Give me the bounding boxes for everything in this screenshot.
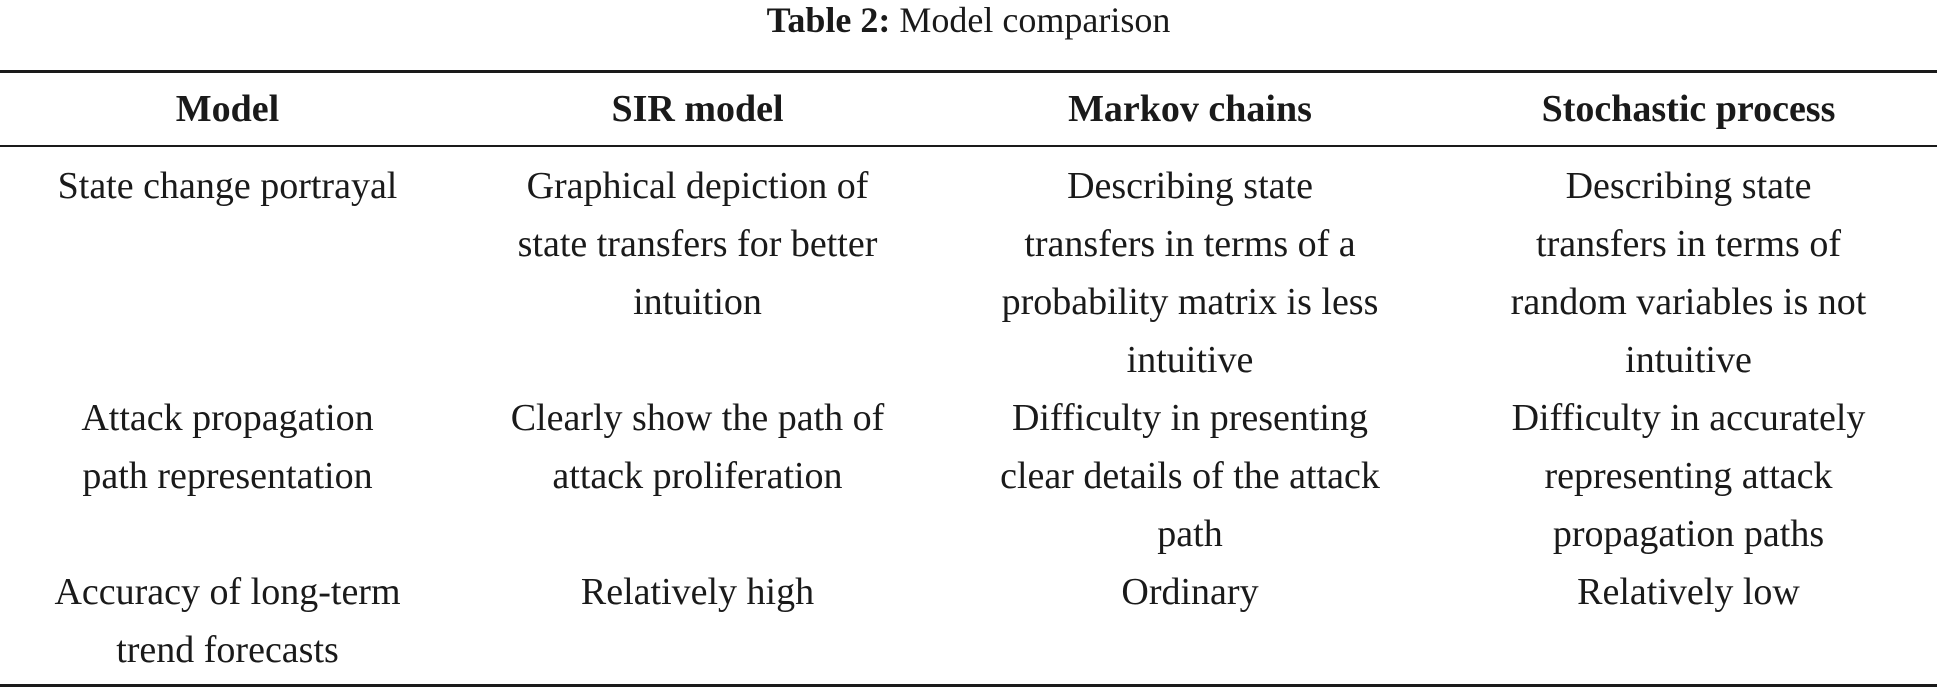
table-row: State change portrayal Graphical depicti…	[0, 145, 1937, 389]
cell-line: intuitive	[1126, 339, 1254, 381]
cell-line: Ordinary	[1121, 571, 1259, 613]
cell-line: Relatively low	[1577, 571, 1800, 613]
cell-line: Difficulty in accurately	[1511, 397, 1866, 439]
cell-line: Relatively high	[580, 571, 815, 613]
table-cell: Ordinary	[940, 563, 1440, 679]
cell-line: clear details of the attack	[1000, 455, 1380, 497]
table-cell: Clearly show the path of attack prolifer…	[455, 389, 940, 563]
table-cell: Attack propagation path representation	[0, 389, 455, 563]
cell-line: Accuracy of long-term	[54, 571, 401, 613]
cell-line: Attack propagation	[81, 397, 374, 439]
cell-line: Describing state	[1067, 165, 1313, 207]
table-cell: Relatively high	[455, 563, 940, 679]
cell-line: probability matrix is less	[1001, 281, 1379, 323]
table-row: Attack propagation path representation C…	[0, 389, 1937, 563]
table-cell: Graphical depiction of state transfers f…	[455, 145, 940, 389]
cell-line: state transfers for better	[517, 223, 878, 265]
cell-line: path	[1157, 513, 1223, 555]
column-header-stochastic-process: Stochastic process	[1541, 88, 1836, 130]
table-caption-label: Table 2:	[766, 0, 891, 40]
cell-line: Describing state	[1565, 165, 1812, 207]
cell-line: propagation paths	[1552, 513, 1825, 555]
table-cell: Difficulty in presenting clear details o…	[940, 389, 1440, 563]
cell-line: Difficulty in presenting	[1011, 397, 1368, 439]
cell-line: representing attack	[1544, 455, 1833, 497]
cell-line: Graphical depiction of	[526, 165, 869, 207]
cell-line: State change portrayal	[57, 165, 398, 207]
cell-line: random variables is not	[1510, 281, 1867, 323]
table-cell: Describing state transfers in terms of a…	[940, 145, 1440, 389]
table-header-rule	[0, 145, 1937, 147]
column-header-model: Model	[175, 88, 280, 130]
model-comparison-table: Model SIR model Markov chains Stochastic…	[0, 73, 1937, 679]
cell-line: transfers in terms of	[1536, 223, 1841, 265]
table-caption-title: Model comparison	[899, 0, 1171, 40]
table-bottom-rule	[0, 684, 1937, 687]
table-cell: Difficulty in accurately representing at…	[1440, 389, 1937, 563]
table-row: Accuracy of long-term trend forecasts Re…	[0, 563, 1937, 679]
table-cell: Describing state transfers in terms of r…	[1440, 145, 1937, 389]
cell-line: intuitive	[1625, 339, 1752, 381]
cell-line: trend forecasts	[116, 629, 339, 671]
table-cell: Relatively low	[1440, 563, 1937, 679]
table-top-rule	[0, 70, 1937, 73]
table-cell: State change portrayal	[0, 145, 455, 389]
cell-line: attack proliferation	[552, 455, 843, 497]
cell-line: Clearly show the path of	[510, 397, 885, 439]
column-header-sir-model: SIR model	[611, 88, 784, 130]
table-caption: Table 2: Model comparison	[0, 0, 1937, 40]
table-cell: Accuracy of long-term trend forecasts	[0, 563, 455, 679]
cell-line: intuition	[633, 281, 762, 323]
column-header-markov-chains: Markov chains	[1068, 88, 1312, 130]
cell-line: path representation	[82, 455, 373, 497]
cell-line: transfers in terms of a	[1024, 223, 1356, 265]
table-header-row: Model SIR model Markov chains Stochastic…	[0, 73, 1937, 145]
